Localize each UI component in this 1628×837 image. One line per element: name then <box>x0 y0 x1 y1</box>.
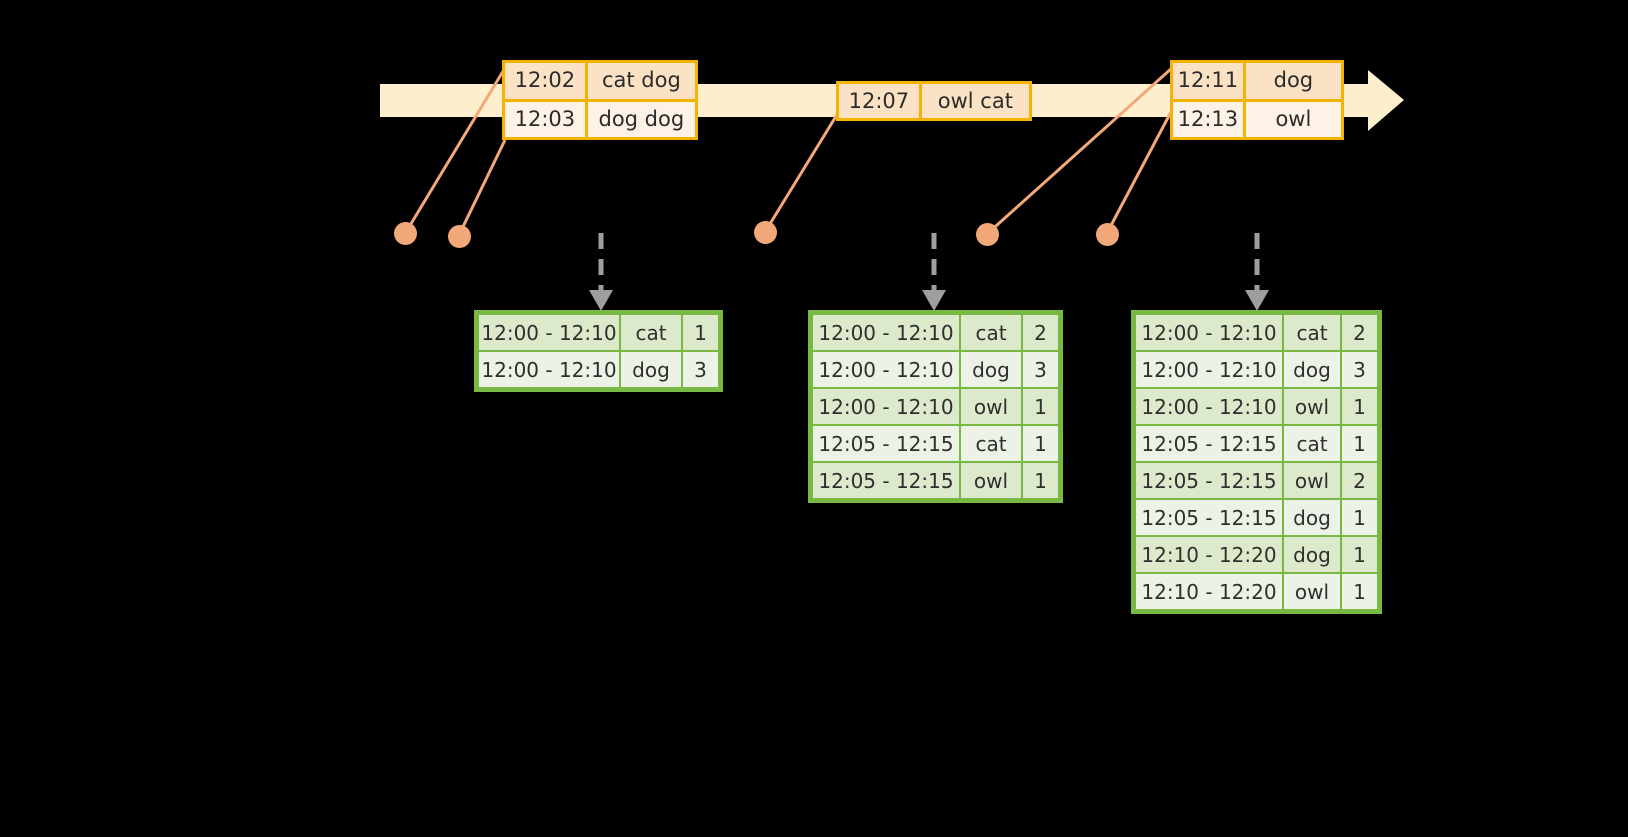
table-row: 12:00 - 12:10 cat 2 <box>1135 314 1378 351</box>
result-table-1[interactable]: 12:00 - 12:10 cat 1 12:00 - 12:10 dog 3 <box>474 310 723 392</box>
table-row: 12:00 - 12:10 dog 3 <box>478 351 719 388</box>
key-cell: cat <box>620 314 682 351</box>
count-cell: 3 <box>682 351 719 388</box>
connector-dot-3[interactable] <box>754 221 777 244</box>
event-time: 12:11 <box>1173 63 1246 99</box>
count-cell: 3 <box>1022 351 1059 388</box>
window-cell: 12:05 - 12:15 <box>1135 462 1283 499</box>
connector-dot-5[interactable] <box>1096 223 1119 246</box>
count-cell: 2 <box>1341 462 1378 499</box>
window-cell: 12:00 - 12:10 <box>812 388 960 425</box>
event-time: 12:02 <box>505 63 588 99</box>
count-cell: 1 <box>1341 388 1378 425</box>
window-cell: 12:10 - 12:20 <box>1135 573 1283 610</box>
emit-arrow-3 <box>1245 233 1269 311</box>
count-cell: 1 <box>1022 425 1059 462</box>
window-cell: 12:00 - 12:10 <box>1135 351 1283 388</box>
event-row: 12:02 cat dog <box>505 63 695 99</box>
table-row: 12:00 - 12:10 cat 1 <box>478 314 719 351</box>
window-cell: 12:10 - 12:20 <box>1135 536 1283 573</box>
event-time: 12:13 <box>1173 101 1246 137</box>
key-cell: cat <box>1283 314 1341 351</box>
connector-line-5 <box>1105 109 1174 234</box>
connector-dot-2[interactable] <box>448 225 471 248</box>
table-row: 12:00 - 12:10 owl 1 <box>1135 388 1378 425</box>
event-row: 12:13 owl <box>1173 98 1341 137</box>
event-row: 12:03 dog dog <box>505 98 695 137</box>
window-cell: 12:00 - 12:10 <box>1135 314 1283 351</box>
event-time: 12:07 <box>839 84 922 118</box>
table-row: 12:05 - 12:15 owl 2 <box>1135 462 1378 499</box>
table-row: 12:05 - 12:15 owl 1 <box>812 462 1059 499</box>
result-table-2[interactable]: 12:00 - 12:10 cat 2 12:00 - 12:10 dog 3 … <box>808 310 1063 503</box>
event-words: owl cat <box>921 84 1029 118</box>
emit-arrow-2 <box>922 233 946 311</box>
count-cell: 1 <box>1341 536 1378 573</box>
window-cell: 12:00 - 12:10 <box>812 314 960 351</box>
event-words: dog dog <box>587 101 695 137</box>
key-cell: dog <box>1283 351 1341 388</box>
connector-line-3 <box>763 112 840 233</box>
key-cell: dog <box>620 351 682 388</box>
event-row: 12:11 dog <box>1173 63 1341 99</box>
table-row: 12:00 - 12:10 owl 1 <box>812 388 1059 425</box>
connector-line-2 <box>457 139 507 236</box>
window-cell: 12:05 - 12:15 <box>1135 499 1283 536</box>
key-cell: cat <box>960 314 1022 351</box>
connector-dot-1[interactable] <box>394 222 417 245</box>
event-group-3[interactable]: 12:11 dog 12:13 owl <box>1170 60 1344 140</box>
table-row: 12:00 - 12:10 dog 3 <box>1135 351 1378 388</box>
event-time: 12:03 <box>505 101 588 137</box>
table-row: 12:05 - 12:15 cat 1 <box>812 425 1059 462</box>
window-cell: 12:00 - 12:10 <box>478 351 620 388</box>
event-row: 12:07 owl cat <box>839 84 1029 118</box>
count-cell: 1 <box>1341 425 1378 462</box>
event-words: dog <box>1245 63 1341 99</box>
window-cell: 12:05 - 12:15 <box>1135 425 1283 462</box>
window-cell: 12:00 - 12:10 <box>1135 388 1283 425</box>
key-cell: owl <box>960 462 1022 499</box>
event-group-2[interactable]: 12:07 owl cat <box>836 81 1032 121</box>
table-row: 12:10 - 12:20 owl 1 <box>1135 573 1378 610</box>
table-row: 12:05 - 12:15 dog 1 <box>1135 499 1378 536</box>
key-cell: cat <box>960 425 1022 462</box>
table-row: 12:10 - 12:20 dog 1 <box>1135 536 1378 573</box>
window-cell: 12:00 - 12:10 <box>478 314 620 351</box>
result-table-3[interactable]: 12:00 - 12:10 cat 2 12:00 - 12:10 dog 3 … <box>1131 310 1382 614</box>
table-row: 12:00 - 12:10 dog 3 <box>812 351 1059 388</box>
count-cell: 3 <box>1341 351 1378 388</box>
key-cell: dog <box>960 351 1022 388</box>
window-cell: 12:00 - 12:10 <box>812 351 960 388</box>
key-cell: dog <box>1283 499 1341 536</box>
event-words: owl <box>1245 101 1341 137</box>
key-cell: owl <box>960 388 1022 425</box>
key-cell: owl <box>1283 388 1341 425</box>
count-cell: 1 <box>1022 462 1059 499</box>
count-cell: 1 <box>1022 388 1059 425</box>
connector-dot-4[interactable] <box>976 223 999 246</box>
window-cell: 12:05 - 12:15 <box>812 425 960 462</box>
count-cell: 1 <box>1341 573 1378 610</box>
key-cell: dog <box>1283 536 1341 573</box>
count-cell: 1 <box>1341 499 1378 536</box>
count-cell: 1 <box>682 314 719 351</box>
emit-arrow-1 <box>589 233 613 311</box>
count-cell: 2 <box>1022 314 1059 351</box>
key-cell: cat <box>1283 425 1341 462</box>
key-cell: owl <box>1283 573 1341 610</box>
window-cell: 12:05 - 12:15 <box>812 462 960 499</box>
event-words: cat dog <box>587 63 695 99</box>
count-cell: 2 <box>1341 314 1378 351</box>
table-row: 12:05 - 12:15 cat 1 <box>1135 425 1378 462</box>
key-cell: owl <box>1283 462 1341 499</box>
event-group-1[interactable]: 12:02 cat dog 12:03 dog dog <box>502 60 698 140</box>
table-row: 12:00 - 12:10 cat 2 <box>812 314 1059 351</box>
